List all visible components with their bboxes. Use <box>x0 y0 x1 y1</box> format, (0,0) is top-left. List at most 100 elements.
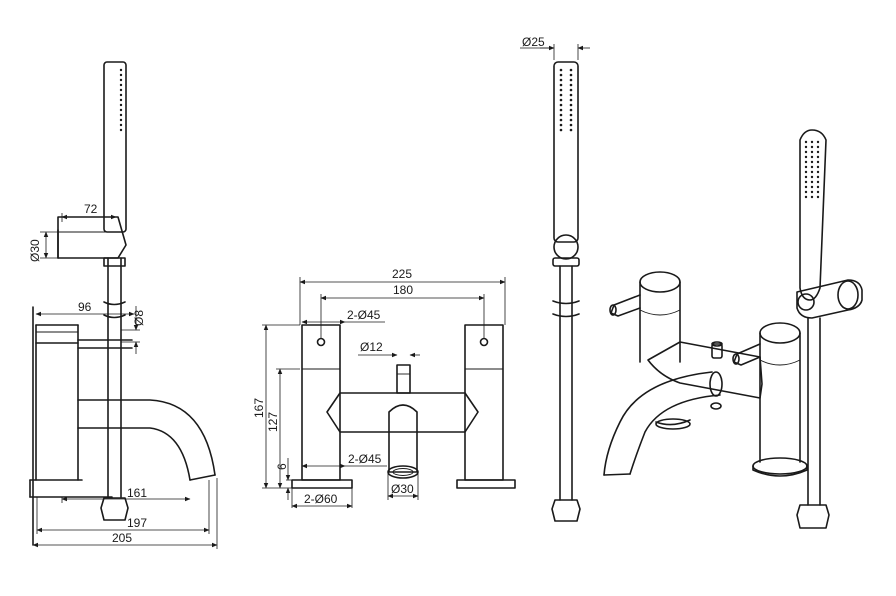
side-dimensions: 72 Ø30 96 Ø8 161 197 205 <box>28 202 218 549</box>
nozzle-dot <box>810 145 814 149</box>
nozzle-dot <box>119 78 123 82</box>
nozzle-dot <box>559 113 563 117</box>
nozzle-dot <box>816 170 820 174</box>
nozzle-dot <box>569 73 573 77</box>
nozzle-dot <box>569 128 573 132</box>
nozzle-dot <box>559 83 563 87</box>
dim-outlet-dia: Ø30 <box>391 482 414 496</box>
side-spout <box>77 399 216 481</box>
dim-bottom-body-dia: 2-Ø45 <box>348 452 382 466</box>
dim-lever-dia: Ø12 <box>360 340 383 354</box>
perspective-diverter <box>711 341 723 359</box>
nozzle-dot <box>804 145 808 149</box>
front-diverter <box>396 364 411 394</box>
perspective-view <box>603 129 863 529</box>
nozzle-dot <box>804 155 808 159</box>
nozzle-dot <box>810 185 814 189</box>
dim-hose-dia: Ø8 <box>132 310 146 326</box>
nozzle-dot <box>804 165 808 169</box>
dim-spout-height: 127 <box>266 412 280 432</box>
side-holder <box>57 216 127 259</box>
dim-centres: 180 <box>393 283 413 297</box>
nozzle-dot <box>559 93 563 97</box>
perspective-nozzles <box>804 140 820 199</box>
nozzle-dot <box>816 185 820 189</box>
nozzle-dot <box>810 195 814 199</box>
nozzle-dot <box>816 155 820 159</box>
dim-handset-dia-side: Ø30 <box>28 239 42 262</box>
perspective-bridge <box>647 341 763 399</box>
nozzle-dot <box>559 118 563 122</box>
nozzle-dot <box>559 128 563 132</box>
nozzle-dot <box>569 93 573 97</box>
front-right-body <box>456 324 516 489</box>
nozzle-dot <box>569 123 573 127</box>
nozzle-dot <box>559 98 563 102</box>
nozzle-dot <box>816 190 820 194</box>
dim-top-body-dia: 2-Ø45 <box>347 308 381 322</box>
nozzle-dot <box>119 88 123 92</box>
nozzle-dot <box>804 170 808 174</box>
front-bridge <box>326 392 479 433</box>
nozzle-dot <box>119 103 123 107</box>
dim-overall-width: 225 <box>392 267 412 281</box>
nozzle-dot <box>119 93 123 97</box>
perspective-hose <box>796 317 830 529</box>
side-view: 72 Ø30 96 Ø8 161 197 205 <box>28 61 218 549</box>
dim-holder-depth: 72 <box>84 202 98 216</box>
front-dimensions: 225 180 2-Ø45 Ø12 167 127 6 <box>252 267 506 509</box>
nozzle-dot <box>810 140 814 144</box>
nozzle-dot <box>559 88 563 92</box>
nozzle-dot <box>804 160 808 164</box>
nozzle-dot <box>119 83 123 87</box>
front-left-body <box>291 324 353 489</box>
nozzle-dot <box>559 68 563 72</box>
nozzle-dot <box>816 150 820 154</box>
nozzle-dot <box>569 83 573 87</box>
nozzle-dot <box>804 175 808 179</box>
nozzle-dot <box>559 78 563 82</box>
nozzle-dot <box>816 180 820 184</box>
nozzle-dot <box>810 155 814 159</box>
nozzle-dot <box>119 118 123 122</box>
nozzle-dot <box>569 88 573 92</box>
nozzle-dot <box>569 98 573 102</box>
nozzle-dot <box>816 160 820 164</box>
handset-front <box>553 61 579 243</box>
nozzle-dot <box>569 68 573 72</box>
nozzle-dot <box>569 113 573 117</box>
dim-base-plate-dia: 2-Ø60 <box>304 492 338 506</box>
side-hose <box>100 257 129 521</box>
nozzle-dot <box>569 78 573 82</box>
handset-holder <box>552 234 580 267</box>
perspective-left-column <box>609 271 681 363</box>
nozzle-dot <box>810 160 814 164</box>
nozzle-dot <box>810 170 814 174</box>
nozzle-dot <box>810 150 814 154</box>
dim-handset-dia-front: Ø25 <box>522 35 545 49</box>
nozzle-dot <box>804 140 808 144</box>
perspective-spout <box>603 371 723 476</box>
front-spout <box>387 404 419 479</box>
nozzle-dot <box>119 113 123 117</box>
nozzle-dot <box>569 118 573 122</box>
nozzle-dot <box>804 150 808 154</box>
nozzle-dot <box>816 145 820 149</box>
nozzle-dot <box>119 68 123 72</box>
handset-hose <box>551 265 581 522</box>
dim-base-to-outlet: 161 <box>127 486 147 500</box>
nozzle-dot <box>804 180 808 184</box>
nozzle-dot <box>816 175 820 179</box>
dim-overall-height: 167 <box>252 398 266 418</box>
nozzle-dot <box>810 190 814 194</box>
dim-base-height: 6 <box>275 463 289 470</box>
nozzle-dot <box>569 108 573 112</box>
nozzle-dot <box>804 185 808 189</box>
dim-spout-depth: 96 <box>78 300 92 314</box>
nozzle-dot <box>816 195 820 199</box>
nozzle-dot <box>559 108 563 112</box>
nozzle-dot <box>119 108 123 112</box>
nozzle-dot <box>569 103 573 107</box>
nozzle-dot <box>810 165 814 169</box>
